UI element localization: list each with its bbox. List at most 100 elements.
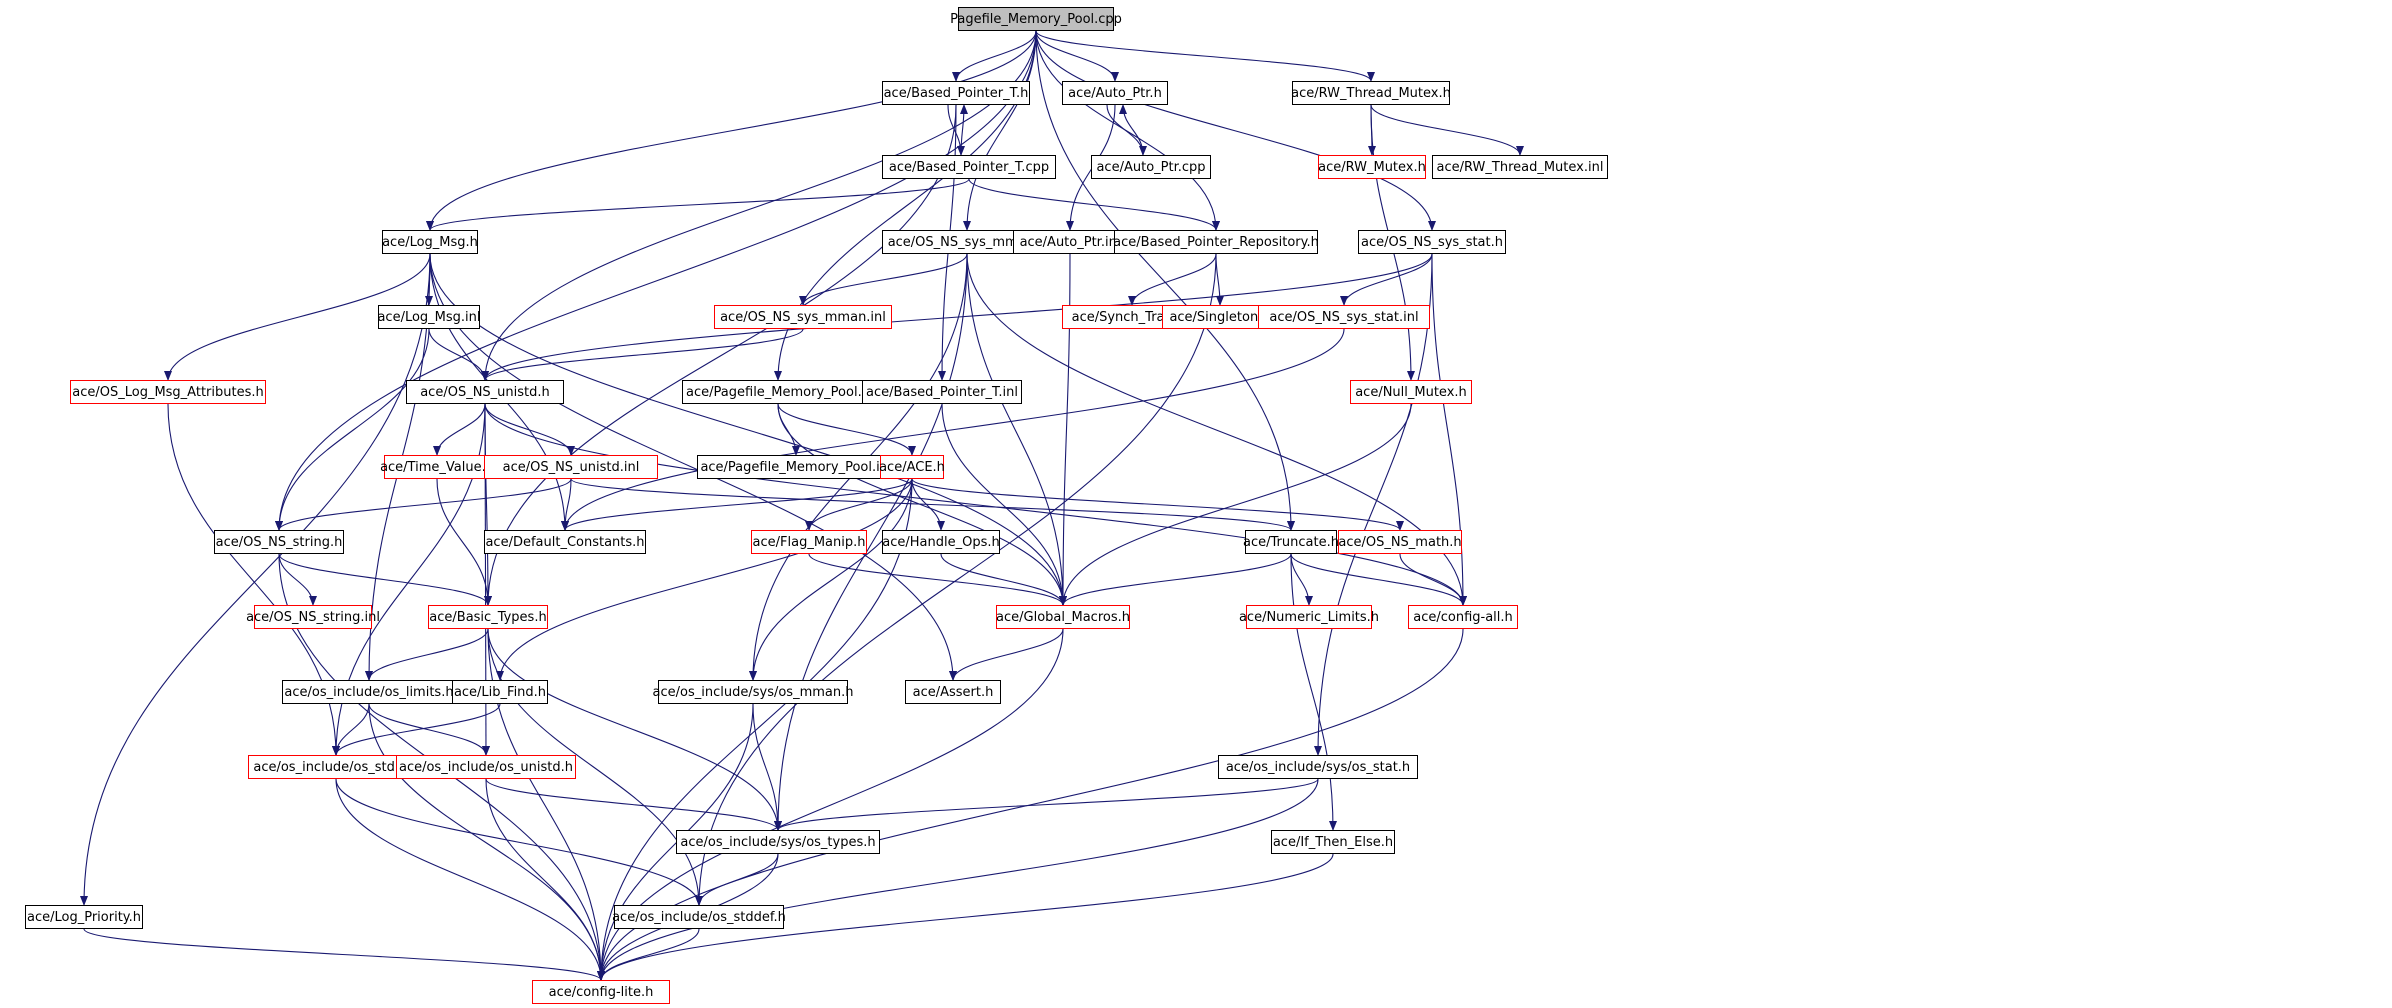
include-node-bpt-h[interactable]: ace/Based_Pointer_T.h <box>882 81 1030 105</box>
edge-autoptr_h-to-autoptr_cpp <box>1106 104 1147 156</box>
edge-osstring_h-to-osstring_inl <box>278 553 317 606</box>
edge-osstdio_h-to-configlite_h <box>335 778 605 981</box>
include-node-rwmutex-h[interactable]: ace/RW_Mutex.h <box>1318 155 1426 179</box>
edge-osmman_h-to-systypes_h <box>774 253 968 831</box>
include-node-osstddef-h[interactable]: ace/os_include/os_stddef.h <box>612 905 786 929</box>
include-node-pmp-inl[interactable]: ace/Pagefile_Memory_Pool.inl <box>697 455 895 479</box>
include-node-flagmanip-h[interactable]: ace/Flag_Manip.h <box>751 530 867 554</box>
edge-osstddef_h-to-configlite_h <box>597 928 700 981</box>
edge-osunistd_h-to-configlite_h <box>485 778 605 981</box>
edge-ace_h-to-sysmman_h <box>749 478 913 681</box>
edge-ace_h-to-flagmanip_h <box>805 478 913 531</box>
include-node-osunistd-h[interactable]: ace/os_include/os_unistd.h <box>396 755 576 779</box>
include-node-configall-h[interactable]: ace/config-all.h <box>1408 605 1518 629</box>
include-node-logmsg-h[interactable]: ace/Log_Msg.h <box>382 230 478 254</box>
edge-globalmacros_h-to-assert_h <box>949 628 1064 681</box>
edge-logmsg_h-to-logattr_h <box>164 253 431 381</box>
edge-flagmanip_h-to-globalmacros_h <box>808 553 1067 606</box>
edge-bpt_cpp-to-bpr_h <box>968 178 1220 231</box>
include-node-defconst-h[interactable]: ace/Default_Constants.h <box>484 530 646 554</box>
include-node-synch-traits[interactable]: ace/Synch_Traits.h <box>1062 305 1202 329</box>
include-node-ace-h[interactable]: ace/ACE.h <box>879 455 945 479</box>
edge-osstring_h-to-basictypes_h <box>278 553 492 606</box>
edge-root-to-truncate_h <box>1035 30 1295 531</box>
edge-logmsg_inl-to-unistd_h <box>428 328 489 381</box>
include-node-osstring-h[interactable]: ace/OS_NS_string.h <box>214 530 344 554</box>
edge-root-to-osstat_h <box>1035 30 1436 231</box>
include-node-pmp-h[interactable]: ace/Pagefile_Memory_Pool.h <box>682 380 874 404</box>
edge-bpr_h-to-singleton_h <box>1215 253 1224 306</box>
edge-root-to-logmsg_h <box>426 30 1037 231</box>
edge-osstat_h-to-unistd_h <box>481 253 1433 381</box>
edge-basictypes_h-to-oslimits_h <box>365 628 489 681</box>
include-node-logattr-h[interactable]: ace/OS_Log_Msg_Attributes.h <box>70 380 266 404</box>
include-node-assert-h[interactable]: ace/Assert.h <box>905 680 1001 704</box>
include-node-sysstat-h[interactable]: ace/os_include/sys/os_stat.h <box>1218 755 1418 779</box>
edge-ace_h-to-configlite_h <box>597 478 913 981</box>
include-node-libfind-h[interactable]: ace/Lib_Find.h <box>452 680 548 704</box>
include-node-oslimits-h[interactable]: ace/os_include/os_limits.h <box>282 680 456 704</box>
edge-truncate_h-to-configall_h <box>1290 553 1467 606</box>
include-node-sysmman-h[interactable]: ace/os_include/sys/os_mman.h <box>653 680 853 704</box>
edge-systypes_h-to-osstddef_h <box>695 853 779 906</box>
include-node-logmsg-inl[interactable]: ace/Log_Msg.inl <box>377 305 481 329</box>
edge-rwtm_h-to-rwtm_inl <box>1370 104 1524 156</box>
include-node-handleops-h[interactable]: ace/Handle_Ops.h <box>882 530 1000 554</box>
include-node-truncate-h[interactable]: ace/Truncate.h <box>1243 530 1339 554</box>
include-node-bpt-inl[interactable]: ace/Based_Pointer_T.inl <box>862 380 1022 404</box>
include-node-autoptr-h[interactable]: ace/Auto_Ptr.h <box>1062 81 1168 105</box>
include-node-basictypes-h[interactable]: ace/Basic_Types.h <box>428 605 548 629</box>
edge-unistd_inl-to-defconst_h <box>561 478 572 531</box>
edge-osmman_inl-to-unistd_h <box>481 328 804 381</box>
edge-osstdio_h-to-osstddef_h <box>335 778 703 906</box>
include-node-configlite-h[interactable]: ace/config-lite.h <box>532 980 670 1004</box>
edge-bpt_inl-to-globalmacros_h <box>941 403 1067 606</box>
include-node-osstat-h[interactable]: ace/OS_NS_sys_stat.h <box>1358 230 1506 254</box>
include-node-bpt-cpp[interactable]: ace/Based_Pointer_T.cpp <box>882 155 1056 179</box>
include-node-ifthenelse-h[interactable]: ace/If_Then_Else.h <box>1271 830 1395 854</box>
include-node-logprio-h[interactable]: ace/Log_Priority.h <box>25 905 143 929</box>
edge-ace_h-to-handleops_h <box>911 478 945 531</box>
edge-root-to-bpt_h <box>952 30 1037 82</box>
edge-root-to-osstring_h <box>275 30 1037 531</box>
edge-logmsg_inl-to-osstring_h <box>275 328 430 531</box>
include-node-rwtm-inl[interactable]: ace/RW_Thread_Mutex.inl <box>1432 155 1608 179</box>
edge-bpt_cpp-to-bpt_h <box>959 104 968 156</box>
edge-basictypes_h-to-osstddef_h <box>487 628 703 906</box>
include-node-rwtm-h[interactable]: ace/RW_Thread_Mutex.h <box>1291 81 1451 105</box>
edge-basictypes_h-to-systypes_h <box>487 628 782 831</box>
include-node-globalmacros-h[interactable]: ace/Global_Macros.h <box>996 605 1130 629</box>
include-node-unistd-h[interactable]: ace/OS_NS_unistd.h <box>406 380 564 404</box>
edge-bpt_h-to-basictypes_h <box>484 104 957 606</box>
edge-ace_h-to-libfind_h <box>496 478 913 681</box>
edge-osmath_h-to-configall_h <box>1399 553 1467 606</box>
edge-sysstat_h-to-configlite_h <box>597 778 1319 981</box>
include-node-bpr-h[interactable]: ace/Based_Pointer_Repository.h <box>1113 230 1319 254</box>
include-node-autoptr-cpp[interactable]: ace/Auto_Ptr.cpp <box>1091 155 1211 179</box>
edge-pmp_h-to-ace_h <box>777 403 916 456</box>
include-node-nullmutex-h[interactable]: ace/Null_Mutex.h <box>1350 380 1472 404</box>
include-node-osstring-inl[interactable]: ace/OS_NS_string.inl <box>246 605 380 629</box>
root-file-node: Pagefile_Memory_Pool.cpp <box>950 7 1122 31</box>
edge-unistd_h-to-timevalue_h <box>433 403 486 456</box>
include-node-numlimits-h[interactable]: ace/Numeric_Limits.h <box>1239 605 1379 629</box>
edge-unistd_inl-to-osstring_h <box>275 478 572 531</box>
edge-sysstat_h-to-systypes_h <box>774 778 1319 831</box>
include-node-osmman-inl[interactable]: ace/OS_NS_sys_mman.inl <box>714 305 892 329</box>
include-node-timevalue-h[interactable]: ace/Time_Value.h <box>380 455 494 479</box>
edge-osunistd_h-to-systypes_h <box>485 778 782 831</box>
include-node-osmath-h[interactable]: ace/OS_NS_math.h <box>1338 530 1462 554</box>
edge-osstat_inl-to-defconst_h <box>561 328 1345 531</box>
include-node-unistd-inl[interactable]: ace/OS_NS_unistd.inl <box>484 455 658 479</box>
include-node-osstdio-h[interactable]: ace/os_include/os_stdio.h <box>248 755 424 779</box>
edge-bpt_cpp-to-logmsg_h <box>426 178 970 231</box>
include-node-autoptr-inl[interactable]: ace/Auto_Ptr.inl <box>1013 230 1127 254</box>
include-node-osstat-inl[interactable]: ace/OS_NS_sys_stat.inl <box>1258 305 1430 329</box>
edge-autoptr_cpp-to-autoptr_h <box>1119 104 1144 156</box>
edge-timevalue_h-to-basictypes_h <box>436 478 492 606</box>
edge-root-to-autoptr_h <box>1035 30 1119 82</box>
edge-logprio_h-to-configlite_h <box>83 928 605 981</box>
include-node-systypes-h[interactable]: ace/os_include/sys/os_types.h <box>676 830 880 854</box>
